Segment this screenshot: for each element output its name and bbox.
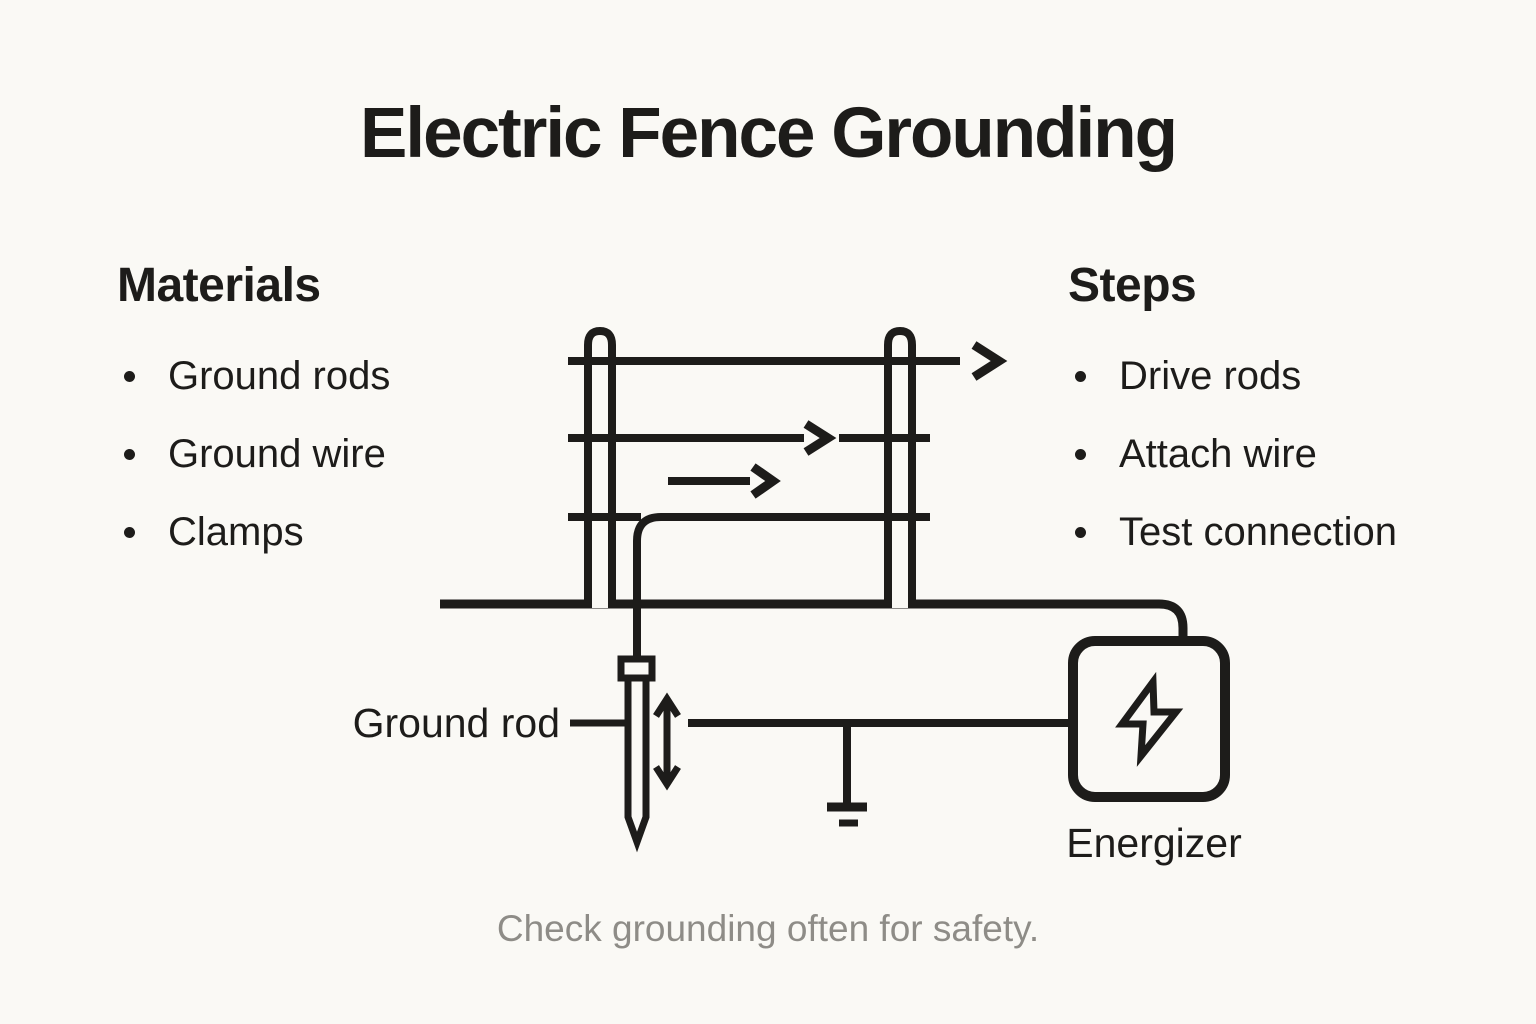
list-item: Clamps <box>117 507 390 557</box>
depth-arrowhead-down <box>653 765 681 791</box>
list-item-label: Clamps <box>168 509 304 554</box>
energizer-box <box>1068 636 1230 802</box>
materials-heading: Materials <box>117 259 321 312</box>
fence-post-left <box>584 326 616 608</box>
list-item-label: Attach wire <box>1119 431 1317 476</box>
energizer-label: Energizer <box>1066 820 1242 866</box>
list-item-label: Drive rods <box>1119 353 1302 398</box>
bullet-dot <box>1075 526 1086 538</box>
wire-arrowhead-middle <box>803 420 837 456</box>
list-item-label: Ground wire <box>168 431 386 476</box>
bullet-dot <box>1075 370 1086 382</box>
flow-arrowhead <box>750 463 781 499</box>
list-item: Ground wire <box>117 429 390 479</box>
ground-wire <box>633 513 930 660</box>
ground-line <box>440 599 1188 642</box>
bullet-dot <box>124 370 135 382</box>
depth-arrow <box>653 692 681 791</box>
depth-arrowhead-up <box>653 692 681 718</box>
ground-rod-label: Ground rod <box>352 700 560 746</box>
bullet-dot <box>1075 448 1086 460</box>
fence-post-right <box>884 326 916 608</box>
list-item-label: Ground rods <box>168 353 391 398</box>
steps-list: Drive rods Attach wire Test connection <box>1068 351 1397 585</box>
materials-list: Ground rods Ground wire Clamps <box>117 351 390 585</box>
page-title: Electric Fence Grounding <box>360 94 1178 173</box>
steps-heading: Steps <box>1068 259 1197 312</box>
lightning-bolt-icon <box>1115 671 1184 767</box>
list-item: Test connection <box>1068 507 1397 557</box>
list-item-label: Test connection <box>1119 509 1397 554</box>
list-item: Ground rods <box>117 351 390 401</box>
safety-note: Check grounding often for safety. <box>496 908 1040 949</box>
list-item: Attach wire <box>1068 429 1397 479</box>
bullet-dot <box>124 448 135 460</box>
list-item: Drive rods <box>1068 351 1397 401</box>
wire-arrowhead-top <box>971 341 1008 381</box>
ground-symbol <box>827 723 867 827</box>
ground-rod-shape <box>624 674 650 853</box>
bullet-dot <box>124 526 135 538</box>
